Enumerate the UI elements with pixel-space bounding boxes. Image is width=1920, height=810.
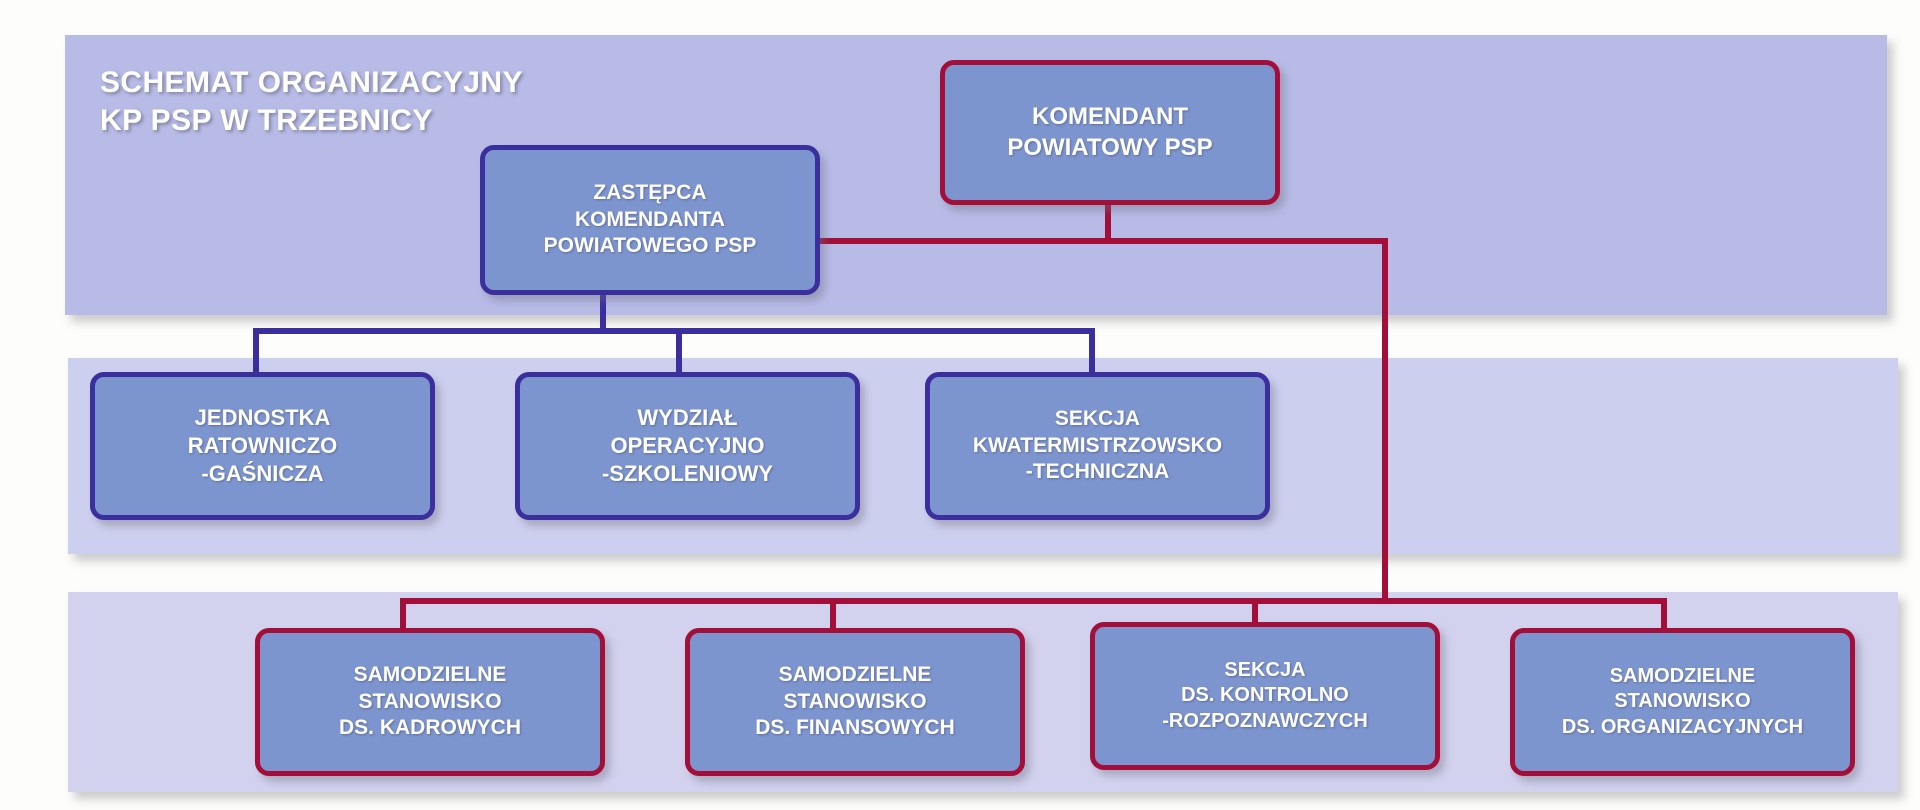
connector-middle-bus [253, 328, 1095, 334]
connector-komendant-to-zastepca [818, 238, 1388, 244]
node-sekcja-kwatermistrzowsko-techniczna[interactable]: SEKCJA KWATERMISTRZOWSKO -TECHNICZNA [925, 372, 1270, 520]
node-zastepca-komendanta-powiatowego-psp[interactable]: ZASTĘPCA KOMENDANTA POWIATOWEGO PSP [480, 145, 820, 295]
chart-title: SCHEMAT ORGANIZACYJNY KP PSP W TRZEBNICY [100, 66, 523, 137]
node-komendant-powiatowy-psp[interactable]: KOMENDANT POWIATOWY PSP [940, 60, 1280, 205]
node-sekcja-ds-kontrolno-rozpoznawczych[interactable]: SEKCJA DS. KONTROLNO -ROZPOZNAWCZYCH [1090, 622, 1440, 770]
node-samodzielne-stanowisko-ds-kadrowych[interactable]: SAMODZIELNE STANOWISKO DS. KADROWYCH [255, 628, 605, 776]
connector-bottom-bus [400, 598, 1667, 604]
connector-drop-sekcja-kw [1089, 328, 1095, 374]
connector-komendant-stub [1105, 205, 1111, 238]
connector-drop-finanse [830, 598, 836, 630]
connector-zastepca-stem [600, 295, 606, 331]
connector-drop-kontrolno [1252, 598, 1258, 624]
connector-red-trunk-right [1382, 238, 1388, 602]
node-samodzielne-stanowisko-ds-finansowych[interactable]: SAMODZIELNE STANOWISKO DS. FINANSOWYCH [685, 628, 1025, 776]
node-jednostka-ratowniczo-gasnicza[interactable]: JEDNOSTKA RATOWNICZO -GAŚNICZA [90, 372, 435, 520]
connector-drop-organizacyjne [1661, 598, 1667, 630]
node-wydzial-operacyjno-szkoleniowy[interactable]: WYDZIAŁ OPERACYJNO -SZKOLENIOWY [515, 372, 860, 520]
connector-drop-kadry [400, 598, 406, 630]
node-samodzielne-stanowisko-ds-organizacyjnych[interactable]: SAMODZIELNE STANOWISKO DS. ORGANIZACYJNY… [1510, 628, 1855, 776]
connector-drop-jrg [253, 328, 259, 374]
connector-drop-wydzial [676, 328, 682, 374]
